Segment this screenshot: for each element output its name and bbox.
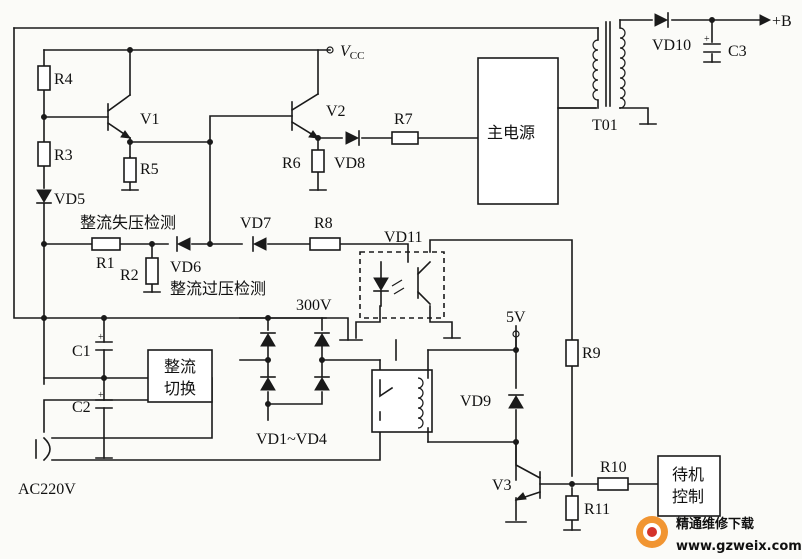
label-r1: R1	[96, 255, 115, 272]
resistor-r6	[311, 149, 325, 173]
label-r6: R6	[282, 155, 301, 172]
resistor-r8	[309, 237, 341, 251]
label-5v: 5V	[506, 309, 526, 326]
optocoupler-vd11	[359, 251, 445, 319]
capacitors: + + +	[95, 34, 721, 459]
label-vd6: VD6	[170, 259, 201, 276]
resistor-r4	[37, 65, 51, 91]
label-r4: R4	[54, 71, 73, 88]
label-vd10: VD10	[652, 37, 691, 54]
label-r2: R2	[120, 267, 139, 284]
label-vd1-vd4: VD1~VD4	[256, 431, 327, 448]
label-rect-switch-1: 整流	[164, 357, 196, 376]
label-v2: V2	[326, 103, 346, 120]
rectifier-switch-box	[147, 349, 213, 403]
label-vd11: VD11	[384, 229, 423, 246]
relay	[371, 349, 433, 443]
label-t01: T01	[592, 117, 618, 134]
label-r11: R11	[584, 501, 610, 518]
resistor-r1	[91, 237, 121, 251]
standby-control-box	[657, 455, 721, 517]
label-c2: C2	[72, 399, 91, 416]
resistor-r2	[145, 257, 159, 285]
label-b-plus: +B	[772, 13, 792, 30]
svg-text:+: +	[98, 332, 104, 343]
label-c1: C1	[72, 343, 91, 360]
resistor-r9	[565, 339, 579, 367]
resistor-r7	[391, 131, 419, 145]
5v-terminal	[512, 330, 520, 338]
transformer-t01	[592, 19, 626, 109]
label-r3: R3	[54, 147, 73, 164]
resistors	[37, 65, 629, 521]
label-vcc: VCC	[340, 43, 364, 62]
label-r9: R9	[582, 345, 601, 362]
watermark-url: www.gzweix.com	[676, 539, 802, 554]
label-c3: C3	[728, 43, 747, 60]
b-plus-arrow	[759, 14, 772, 26]
main-power-box	[477, 57, 559, 205]
label-v1: V1	[140, 111, 160, 128]
label-v3: V3	[492, 477, 512, 494]
resistor-r11	[565, 495, 579, 521]
watermark-logo	[636, 516, 668, 548]
diodes	[36, 12, 669, 409]
label-under-volt: 整流失压检测	[80, 213, 176, 232]
label-vd7: VD7	[240, 215, 271, 232]
label-300v: 300V	[296, 297, 332, 314]
watermark-title: 精通维修下载	[676, 516, 754, 532]
resistor-r3	[37, 141, 51, 167]
svg-text:+: +	[704, 34, 710, 45]
transistors	[106, 92, 542, 502]
label-standby-1: 待机	[672, 465, 704, 484]
label-r7: R7	[394, 111, 413, 128]
label-vd9: VD9	[460, 393, 491, 410]
label-main-power: 主电源	[487, 123, 535, 142]
svg-text:+: +	[98, 390, 104, 401]
label-rect-switch-2: 切换	[164, 379, 196, 398]
ac-plug-icon	[35, 436, 51, 462]
label-standby-2: 控制	[672, 487, 704, 506]
label-r5: R5	[140, 161, 159, 178]
label-r8: R8	[314, 215, 333, 232]
label-r10: R10	[600, 459, 627, 476]
label-over-volt: 整流过压检测	[170, 279, 266, 298]
label-vd5: VD5	[54, 191, 85, 208]
label-vd8: VD8	[334, 155, 365, 172]
resistor-r10	[597, 477, 629, 491]
resistor-r5	[123, 157, 137, 183]
label-ac220v: AC220V	[18, 481, 76, 498]
ground-symbols	[95, 61, 721, 531]
vcc-terminal	[326, 46, 334, 54]
